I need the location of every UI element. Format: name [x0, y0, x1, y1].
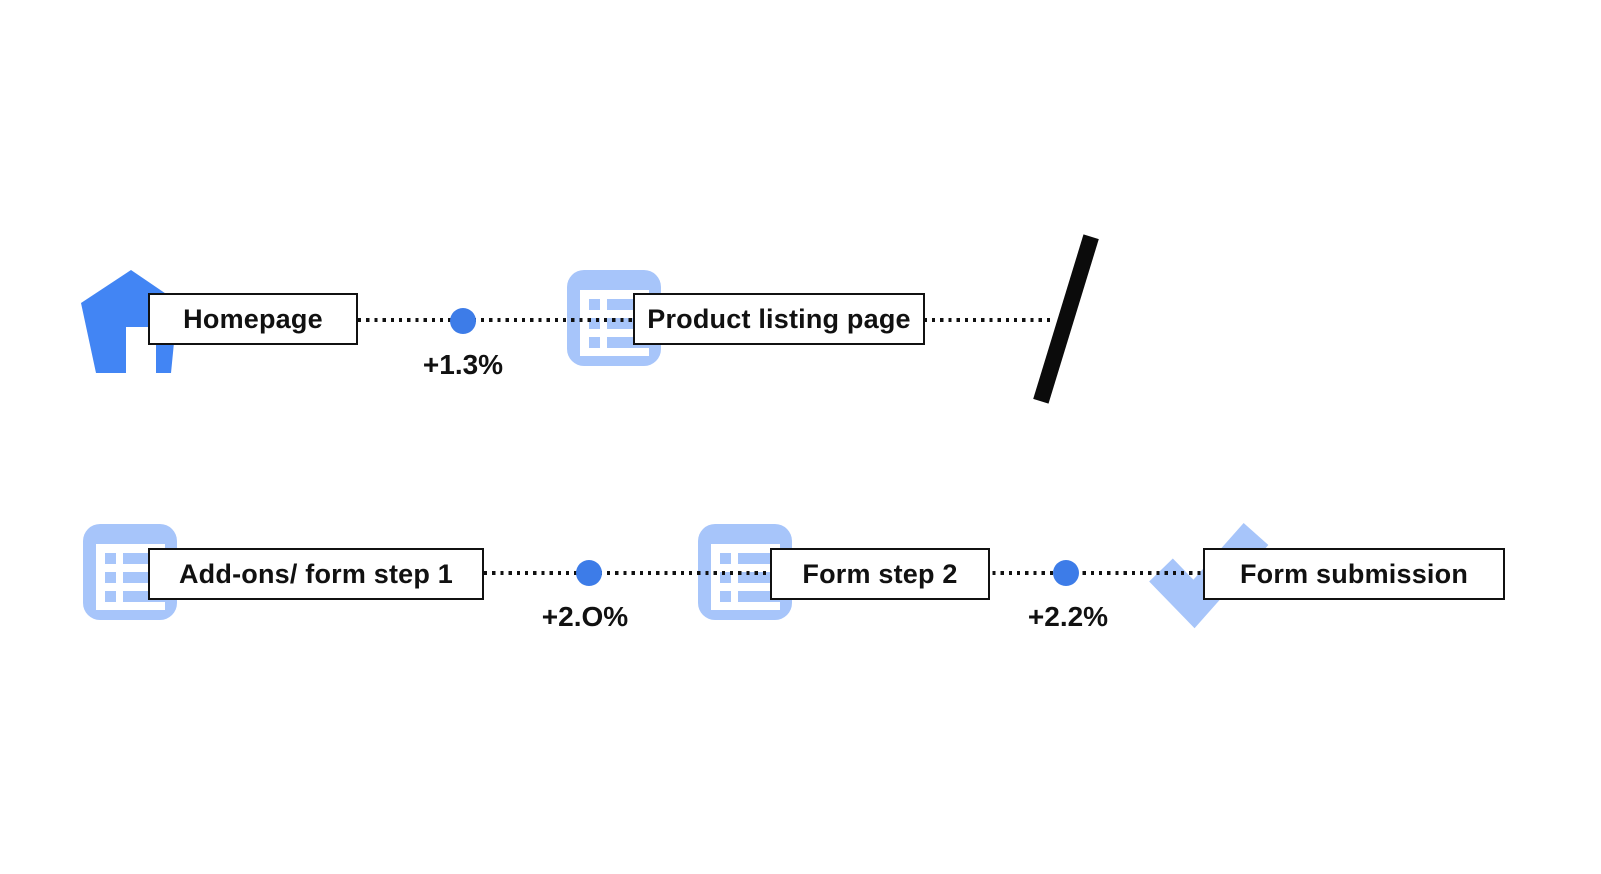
- node-label-addons-form-step-1: Add-ons/ form step 1: [148, 548, 484, 600]
- delta-label-1: +1.3%: [422, 349, 504, 380]
- list-icon-row: [720, 572, 781, 583]
- node-label-form-submission-text: Form submission: [1239, 558, 1469, 589]
- node-label-addons-form-step-1-text: Add-ons/ form step 1: [178, 558, 453, 589]
- list-icon-row: [589, 337, 650, 348]
- list-icon-row: [105, 591, 166, 602]
- list-icon-row: [105, 572, 166, 583]
- list-icon-card: [711, 544, 781, 610]
- step-dot-2: [576, 560, 602, 586]
- node-label-homepage: Homepage: [148, 293, 358, 345]
- list-icon-row: [720, 591, 781, 602]
- node-label-product-listing: Product listing page: [633, 293, 925, 345]
- node-label-form-step-2-text: Form step 2: [802, 558, 958, 589]
- node-label-product-listing-text: Product listing page: [647, 303, 911, 334]
- list-icon-row: [589, 299, 650, 310]
- delta-label-3: +2.2%: [1027, 601, 1109, 632]
- list-icon-row: [105, 553, 166, 564]
- node-label-form-step-2: Form step 2: [770, 548, 990, 600]
- step-dot-3: [1053, 560, 1079, 586]
- list-icon-row: [720, 553, 781, 564]
- step-dot-1: [450, 308, 476, 334]
- node-label-form-submission: Form submission: [1203, 548, 1505, 600]
- node-label-homepage-text: Homepage: [183, 303, 323, 334]
- list-icon-row: [589, 318, 650, 329]
- delta-label-2: +2.O%: [541, 601, 629, 632]
